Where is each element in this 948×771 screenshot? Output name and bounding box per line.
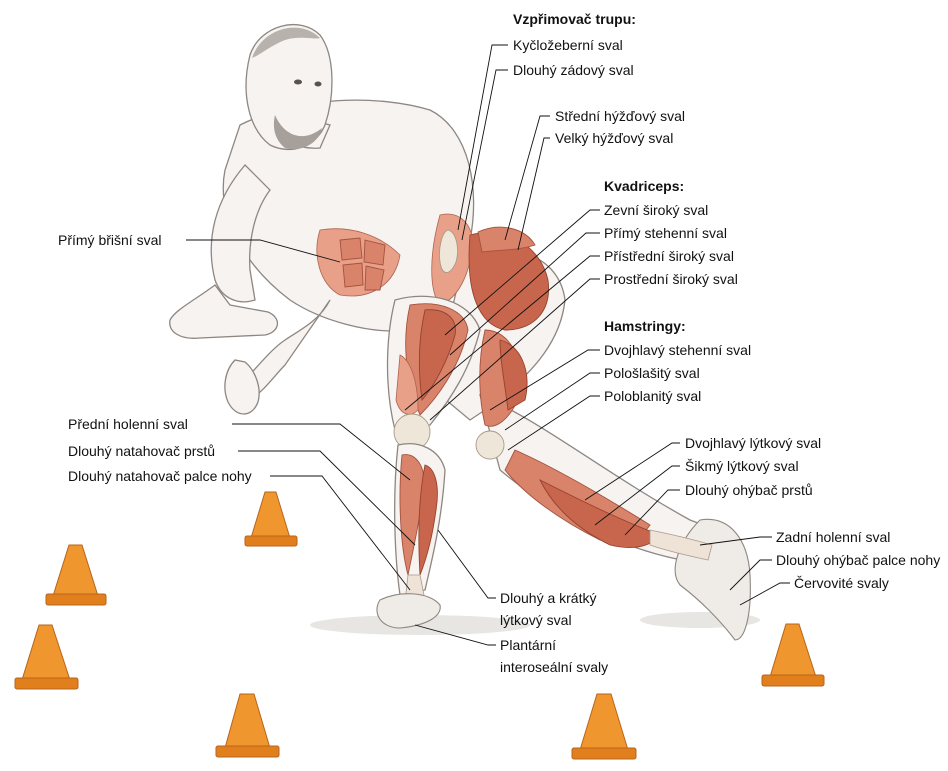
label-peroneus-line2: lýtkový sval (500, 612, 572, 628)
label-flexor-hallucis: Dlouhý ohýbač palce nohy (776, 552, 940, 568)
cone (46, 545, 106, 605)
back-knee (476, 431, 504, 459)
group-header-quadriceps: Kvadriceps: (604, 178, 684, 194)
label-gluteus-medius: Střední hýžďový sval (555, 108, 685, 124)
group-header-hamstrings: Hamstringy: (604, 318, 686, 334)
label-plantar-line2: interoseální svaly (500, 659, 608, 675)
label-vastus-medialis: Přístřední široký sval (604, 248, 734, 264)
label-semitendinosus: Pološlašitý sval (604, 365, 700, 381)
label-vastus-intermedius: Prostřední široký sval (604, 271, 738, 287)
label-gastrocnemius: Dvojhlavý lýtkový sval (685, 435, 821, 451)
abdominal-segment (343, 263, 363, 287)
cone (15, 625, 78, 689)
label-tibialis-posterior: Zadní holenní sval (776, 529, 890, 545)
label-extensor-hallucis: Dlouhý natahovač palce nohy (68, 468, 252, 484)
label-gluteus-maximus: Velký hýžďový sval (555, 130, 673, 146)
label-peroneus-line1: Dlouhý a krátký (500, 590, 596, 606)
label-semimembranosus: Poloblanitý sval (604, 388, 701, 404)
group-header-erector: Vzpřimovač trupu: (513, 11, 636, 27)
eye (294, 80, 302, 85)
eye (315, 82, 322, 87)
label-rectus-femoris: Přímý stehenní sval (604, 225, 727, 241)
label-biceps-femoris: Dvojhlavý stehenní sval (604, 342, 751, 358)
cone (762, 624, 824, 686)
label-plantar-line1: Plantární (500, 637, 556, 653)
label-flexor-digitorum: Dlouhý ohýbač prstů (685, 482, 813, 498)
label-tibialis-anterior: Přední holenní sval (68, 416, 188, 432)
right-hand (225, 360, 259, 414)
abdominal-segment (365, 266, 384, 290)
label-iliocostalis: Kyčložeberní sval (513, 37, 623, 53)
cone (216, 694, 279, 757)
cone (572, 694, 636, 759)
label-lumbricals: Červovité svaly (794, 575, 889, 591)
label-vastus-lateralis: Zevní široký sval (604, 202, 708, 218)
cone (245, 492, 297, 546)
label-extensor-digitorum: Dlouhý natahovač prstů (68, 443, 215, 459)
label-rectus-abdominis: Přímý břišní sval (58, 232, 161, 248)
label-soleus: Šikmý lýtkový sval (685, 458, 799, 474)
abdominal-segment (364, 240, 385, 265)
label-longissimus: Dlouhý zádový sval (513, 62, 634, 78)
abdominal-segment (340, 238, 362, 260)
